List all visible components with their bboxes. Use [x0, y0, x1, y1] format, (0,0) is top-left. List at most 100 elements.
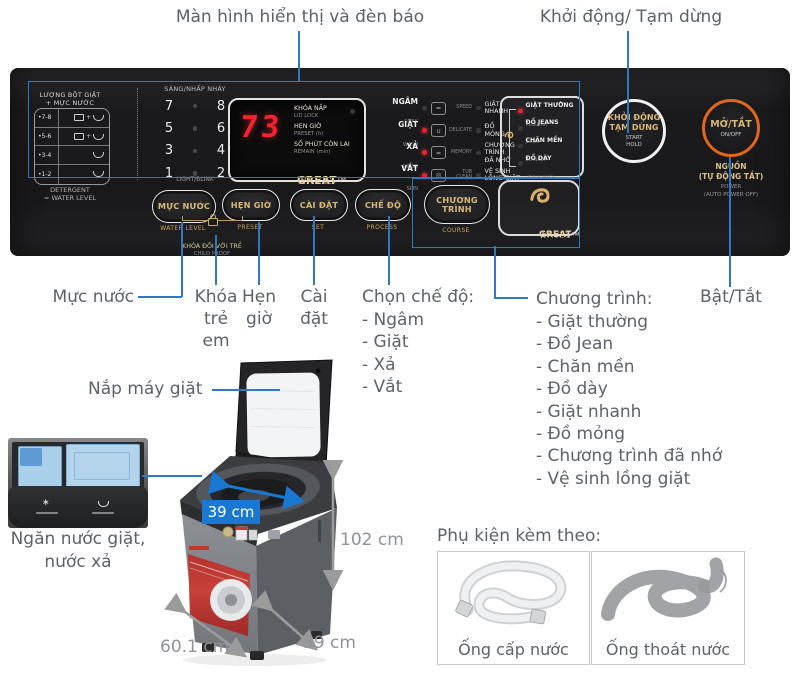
- program-led: [518, 143, 523, 149]
- set-button-sub: SET: [311, 224, 325, 231]
- course-list-item: - Đồ Jean: [536, 334, 614, 355]
- program-labels: ĐỒ JEANS JEANS: [526, 109, 559, 147]
- stage-row: GIẶT WASH ∪: [366, 119, 446, 148]
- course-pointer-line-h: [494, 297, 528, 299]
- stage-icon: ∪: [431, 124, 446, 138]
- set-button[interactable]: CÀI ĐẶT: [290, 189, 348, 221]
- program-row: ĐỒ DÀY HEAVY WASH: [518, 155, 580, 181]
- program-led: [518, 108, 523, 114]
- brand-light: WAVES™: [297, 175, 348, 187]
- power-caption-en: POWER (AUTO POWER OFF): [703, 184, 759, 198]
- light-row: 1 2: [162, 162, 228, 184]
- stage-vn: VẮT: [401, 164, 418, 174]
- light-number-left: 1: [164, 165, 174, 181]
- light-row: 5 6: [162, 117, 228, 139]
- stage-led: [422, 105, 427, 111]
- water-level-label: Mực nước: [52, 287, 135, 307]
- course-list-item: - Chăn mền: [536, 356, 635, 377]
- supply-hose-label: Ống cấp nước: [458, 640, 569, 659]
- plus-sign: +: [85, 133, 91, 141]
- detergent-water-level-table: •7-8 + •5-6 + •3-4: [34, 108, 110, 185]
- timer-button-sub: PRESET: [237, 224, 263, 231]
- detergent-icons-cell: [59, 152, 109, 159]
- child-lock-line-right: [218, 220, 242, 221]
- stage-icon: ≈: [431, 101, 446, 115]
- stage-labels: GIẶT WASH: [380, 112, 418, 150]
- stage-en: SOAK: [404, 119, 418, 126]
- start-hold-button[interactable]: KHỞI ĐỘNG TẠM DỪNG START HOLD: [602, 99, 666, 163]
- panel-dotted-divider: [137, 88, 138, 180]
- course-list-item: - Vệ sinh lồng giặt: [536, 468, 691, 489]
- child-lock-caption-vn: KHÓA ĐỐI VỚI TRẺ: [182, 243, 242, 250]
- indicator-dot: [192, 103, 198, 109]
- process-button[interactable]: CHẾ ĐỘ: [355, 189, 411, 221]
- brand-light: WAVES™: [539, 231, 581, 241]
- indicator-dot: [192, 171, 198, 176]
- lock-icon: [210, 214, 216, 219]
- softener-cup-icon: [93, 133, 104, 140]
- display-legend-row: HẸN GIỜ PRESET (h): [294, 123, 354, 138]
- program-row: CHĂN MỀN BLANKET: [518, 137, 580, 163]
- program-row: GIẶT THƯỜNG REGULAR: [518, 102, 580, 128]
- mode-list-item: - Ngâm: [362, 310, 425, 330]
- softener-cup-icon: [93, 114, 104, 121]
- light-number-left: 5: [164, 121, 174, 137]
- course-list-item: - Chương trình đã nhớ: [536, 446, 723, 467]
- drawer-caption-bar: [92, 512, 114, 514]
- legend-vn: SỐ PHÚT CÒN LẠI: [294, 141, 350, 148]
- course-button[interactable]: CHƯƠNG TRÌNH: [424, 185, 490, 224]
- drawer-label: Ngăn nước giặt, nước xả: [10, 529, 146, 572]
- softener-flower-icon: ∗: [42, 498, 50, 508]
- display-pointer-line: [298, 31, 300, 81]
- stage-led: [422, 128, 427, 134]
- light-number-right: 8: [216, 98, 226, 114]
- stage-labels: NGÂM SOAK: [380, 89, 418, 127]
- drum-size-badge: 39 cm: [202, 500, 260, 524]
- stage-row: XẢ RINSE ≈: [366, 142, 446, 170]
- supply-hose-image: [455, 560, 567, 625]
- program-labels: ĐỒ DÀY HEAVY WASH: [526, 145, 556, 183]
- display-annotation-label: Màn hình hiển thị và đèn báo: [175, 7, 425, 27]
- stage-indicators: NGÂM SOAK ≈ GIẶT WASH ∪ XẢ RINSE ≈: [366, 97, 446, 192]
- option-en: DELICATE: [448, 127, 472, 133]
- detergent-table-caption: DETERGENT = WATER LEVEL: [43, 186, 97, 202]
- option-led: [476, 173, 481, 178]
- program-vn: CHĂN MỀN: [525, 136, 563, 144]
- drain-hose-box: Ống thoát nước: [591, 551, 745, 665]
- course-list: - Giặt thường- Đồ Jean- Chăn mền- Đồ dày…: [536, 311, 722, 490]
- brand-bold: GREAT: [297, 175, 337, 187]
- legend-en: REMAIN (min): [294, 149, 331, 155]
- power-button[interactable]: MỞ/TẮT ON/OFF: [702, 99, 760, 157]
- height-dimension: 102 cm: [340, 530, 404, 550]
- detergent-icons-cell: +: [59, 133, 109, 141]
- display-legend-row: KHÓA NẮP LID LOCK: [294, 105, 354, 120]
- detergent-drawer-photo: ∗: [8, 438, 148, 528]
- water-level-button[interactable]: MỰC NƯỚC: [152, 190, 216, 223]
- program-labels: CHĂN MỀN BLANKET: [526, 127, 563, 165]
- light-number-left: 7: [164, 98, 174, 114]
- detergent-icons-cell: +: [59, 114, 109, 122]
- stage-vn: GIẶT: [398, 119, 418, 129]
- display-legend-row: SỐ PHÚT CÒN LẠI REMAIN (min): [294, 141, 354, 156]
- stage-row: VẮT SPIN ◎: [366, 164, 446, 192]
- program-list-box: GIẶT THƯỜNG REGULAR ĐỒ JEANS JEANS CHĂN …: [500, 96, 584, 181]
- timer-button[interactable]: HẸN GIỜ: [222, 189, 280, 221]
- accessories-title: Phụ kiện kèm theo:: [437, 526, 602, 546]
- softener-cup-icon: [93, 152, 104, 159]
- stage-en: WASH: [402, 141, 418, 148]
- stage-en: SPIN: [406, 186, 418, 193]
- mode-list-title: Chọn chế độ:: [362, 287, 475, 307]
- detergent-level-cell: •5-6: [35, 127, 59, 146]
- greatwaves-mini-icon: [504, 131, 514, 139]
- mode-pointer-line: [388, 216, 390, 285]
- plus-sign: +: [85, 114, 91, 122]
- light-number-right: 4: [216, 143, 226, 159]
- water-level-button-sub: WATER LEVEL: [160, 225, 206, 232]
- softener-cup-icon: [93, 171, 104, 178]
- option-en: TUB CLEAN: [456, 169, 472, 181]
- timer-label: Hẹn giờ: [241, 287, 277, 329]
- light-number-left: 3: [164, 143, 174, 159]
- power-caption-vn: NGUỒN (TỰ ĐỘNG TẮT): [698, 162, 764, 181]
